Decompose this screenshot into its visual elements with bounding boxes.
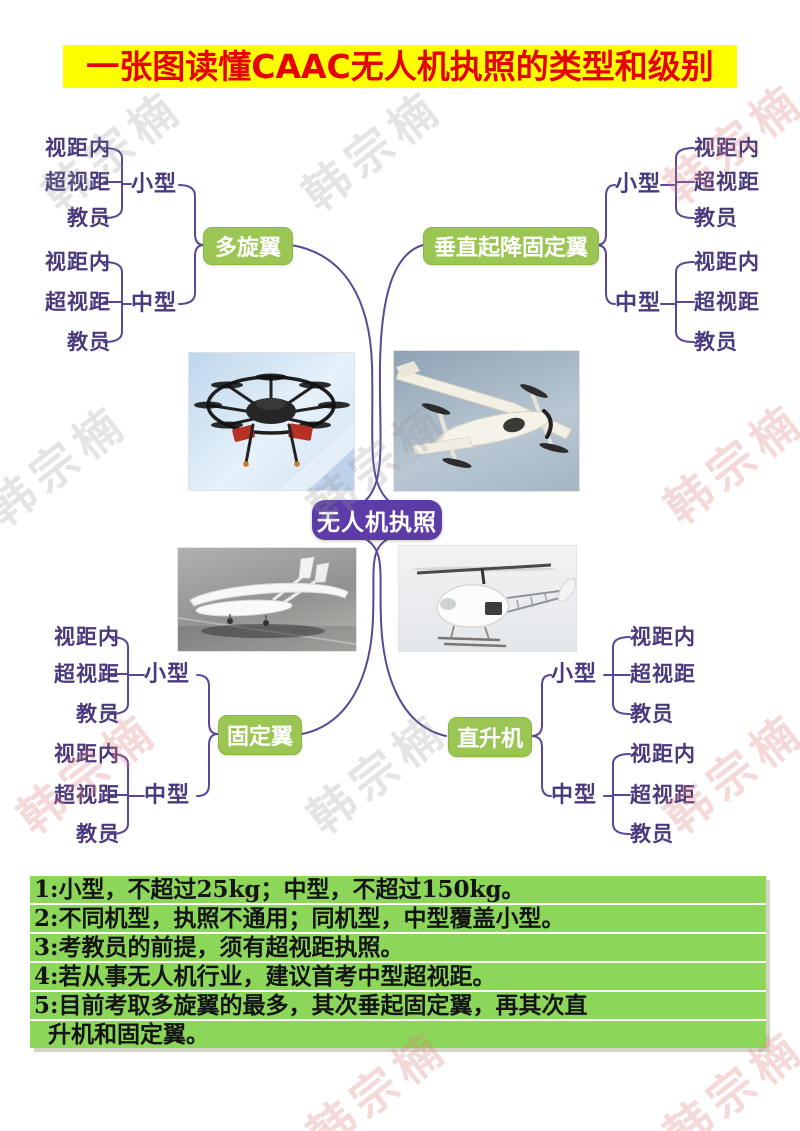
- note-line-3: 3:考教员的前提，须有超视距执照。: [30, 934, 766, 961]
- license-level-label: 超视距: [630, 662, 696, 686]
- size-label-medium: 中型: [131, 291, 178, 316]
- fixed-wing-photo: [177, 547, 357, 652]
- license-level-label: 超视距: [45, 290, 111, 314]
- license-level-label: 超视距: [54, 662, 120, 686]
- size-label-medium: 中型: [551, 783, 598, 808]
- license-level-label: 超视距: [694, 290, 760, 314]
- license-level-label: 视距内: [630, 625, 696, 649]
- size-label-small: 小型: [144, 662, 191, 687]
- size-label-small: 小型: [131, 172, 178, 197]
- note-line-1: 1:小型，不超过25kg；中型，不超过150kg。: [30, 876, 766, 903]
- license-level-label: 超视距: [630, 783, 696, 807]
- page-title: 一张图读懂CAAC无人机执照的类型和级别: [63, 45, 737, 88]
- license-level-label: 视距内: [54, 742, 120, 766]
- branch-node-fixed-wing: 固定翼: [218, 715, 302, 755]
- fixed-wing-drawing: [178, 556, 356, 651]
- license-level-label: 视距内: [694, 250, 760, 274]
- license-level-label: 教员: [67, 330, 111, 354]
- center-node-uav-license: 无人机执照: [312, 500, 442, 540]
- license-level-label: 教员: [694, 330, 738, 354]
- license-level-label: 视距内: [694, 136, 760, 160]
- size-label-medium: 中型: [615, 291, 662, 316]
- multi-rotor-photo: [188, 352, 355, 491]
- license-level-label: 教员: [630, 822, 674, 846]
- note-line-5: 5:目前考取多旋翼的最多，其次垂起固定翼，再其次直: [30, 992, 766, 1019]
- license-level-label: 超视距: [694, 170, 760, 194]
- size-label-small: 小型: [615, 172, 662, 197]
- license-level-label: 视距内: [45, 136, 111, 160]
- size-label-small: 小型: [551, 662, 598, 687]
- license-level-label: 视距内: [630, 742, 696, 766]
- notes-panel: 1:小型，不超过25kg；中型，不超过150kg。 2:不同机型，执照不通用；同…: [30, 876, 766, 1048]
- license-level-label: 教员: [76, 822, 120, 846]
- vtol-fixed-wing-photo: [393, 350, 580, 492]
- note-line-4: 4:若从事无人机行业，建议首考中型超视距。: [30, 963, 766, 990]
- vtol-drawing: [395, 361, 573, 468]
- license-level-label: 超视距: [54, 783, 120, 807]
- license-level-label: 教员: [76, 702, 120, 726]
- license-level-label: 教员: [67, 206, 111, 230]
- watermark-text: 韩宗楠: [0, 394, 139, 537]
- watermark-text: 韩宗楠: [654, 392, 800, 535]
- helicopter-photo: [398, 545, 577, 652]
- branch-node-multi-rotor: 多旋翼: [203, 227, 293, 265]
- branch-node-helicopter: 直升机: [448, 717, 532, 757]
- license-level-label: 超视距: [45, 170, 111, 194]
- license-level-label: 视距内: [45, 250, 111, 274]
- size-label-medium: 中型: [144, 783, 191, 808]
- watermark-text: 韩宗楠: [292, 79, 454, 222]
- license-level-label: 教员: [694, 206, 738, 230]
- note-line-2: 2:不同机型，执照不通用；同机型，中型覆盖小型。: [30, 905, 766, 932]
- license-level-label: 教员: [630, 702, 674, 726]
- branch-node-vtol-fixed-wing: 垂直起降固定翼: [423, 227, 599, 265]
- multi-rotor-drawing: [194, 373, 354, 490]
- helicopter-drawing: [412, 563, 576, 648]
- watermark-text: 韩宗楠: [297, 702, 459, 845]
- license-level-label: 视距内: [54, 625, 120, 649]
- note-line-5-continued: 升机和固定翼。: [30, 1021, 766, 1048]
